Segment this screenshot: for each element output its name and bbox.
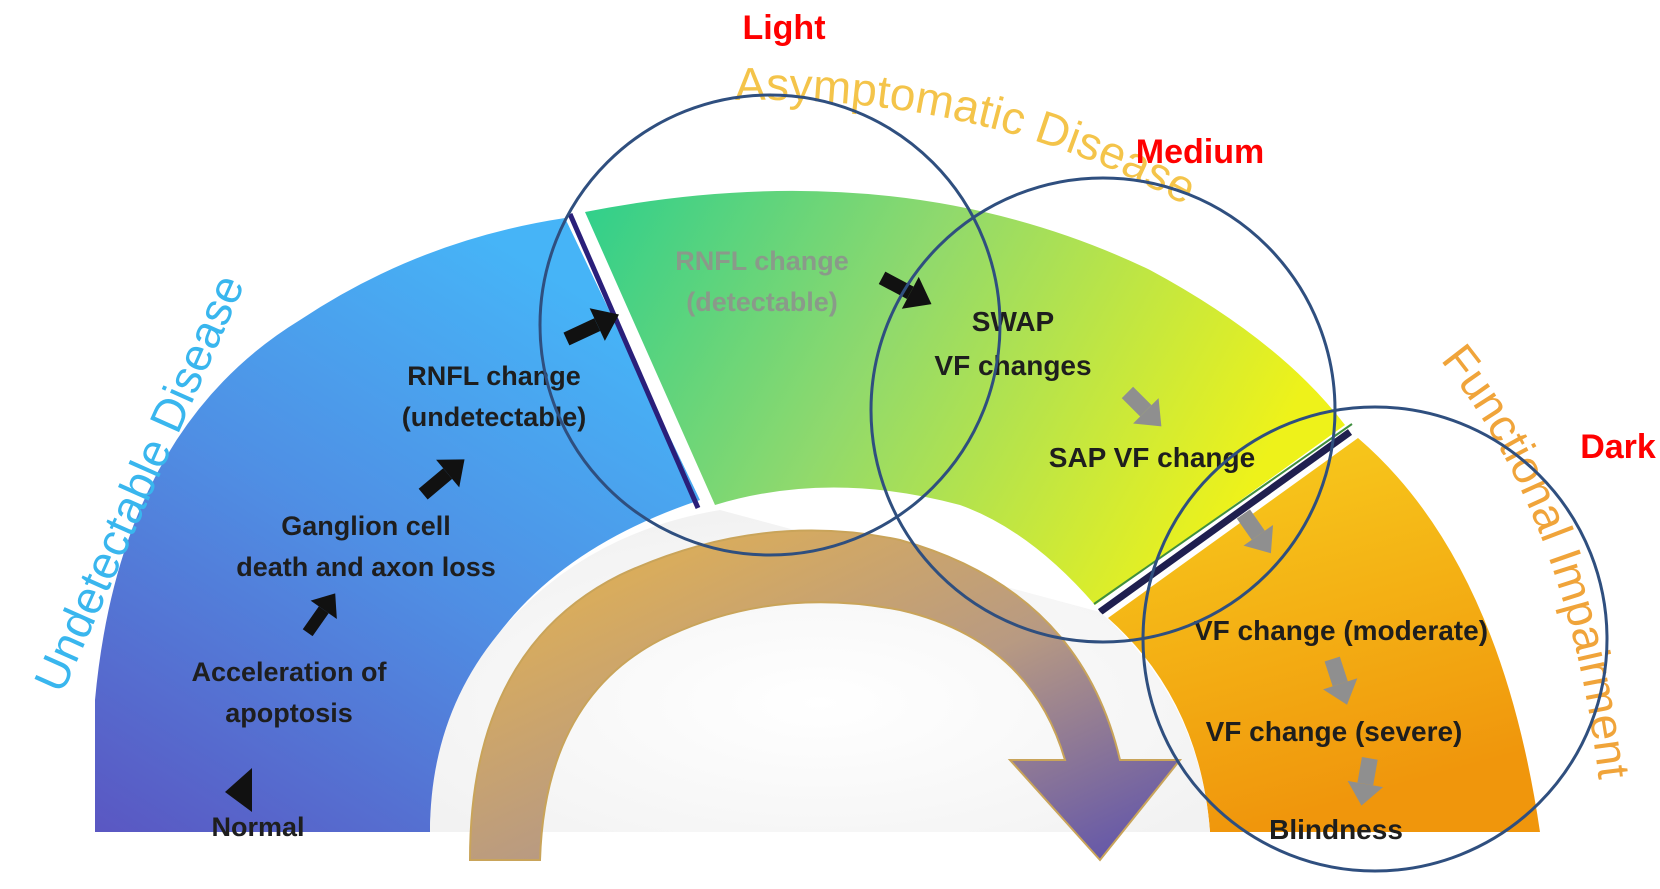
arrow-icon xyxy=(225,768,252,812)
asymptomatic-segment xyxy=(585,190,1345,605)
stage-vf-severe: VF change (severe) xyxy=(1206,716,1463,747)
stage-ganglion-line2: death and axon loss xyxy=(236,552,496,582)
stage-normal: Normal xyxy=(211,812,304,842)
undetectable-segment xyxy=(95,218,700,832)
functional-segment xyxy=(1108,438,1540,832)
stage-rnfl-detectable-line2: (detectable) xyxy=(686,287,838,317)
stage-ganglion-line1: Ganglion cell xyxy=(281,511,451,541)
arrow-icon xyxy=(1347,756,1384,806)
stage-swap-line2: VF changes xyxy=(934,350,1091,381)
progression-arrow xyxy=(468,529,1183,862)
stage-sap: SAP VF change xyxy=(1049,442,1255,473)
dark-label: Dark xyxy=(1580,428,1656,466)
stage-rnfl-undetectable-line1: RNFL change xyxy=(407,361,581,391)
arrow-icon xyxy=(878,271,932,309)
stage-swap-line1: SWAP xyxy=(972,306,1054,337)
arrow-icon xyxy=(418,459,465,500)
medium-label: Medium xyxy=(1136,133,1264,171)
arrow-icon xyxy=(1121,386,1162,427)
arrow-icon xyxy=(563,308,620,346)
asymptomatic-disease-label: Asymptomatic Disease xyxy=(735,58,1205,215)
dark-circle xyxy=(1141,405,1609,873)
stage-apoptosis-line1: Acceleration of xyxy=(191,657,387,687)
light-label: Light xyxy=(742,9,825,47)
stage-rnfl-detectable-line1: RNFL change xyxy=(675,246,849,276)
stage-vf-moderate: VF change (moderate) xyxy=(1194,615,1488,646)
stage-apoptosis-line2: apoptosis xyxy=(225,698,353,728)
segment-divider-2 xyxy=(1097,429,1353,615)
arrow-icon xyxy=(1323,656,1358,705)
stage-blindness: Blindness xyxy=(1269,814,1403,845)
arrow-icon xyxy=(1236,509,1274,554)
segment-divider-1 xyxy=(567,213,701,509)
light-circle xyxy=(538,93,1002,557)
arrow-icon xyxy=(302,593,337,637)
